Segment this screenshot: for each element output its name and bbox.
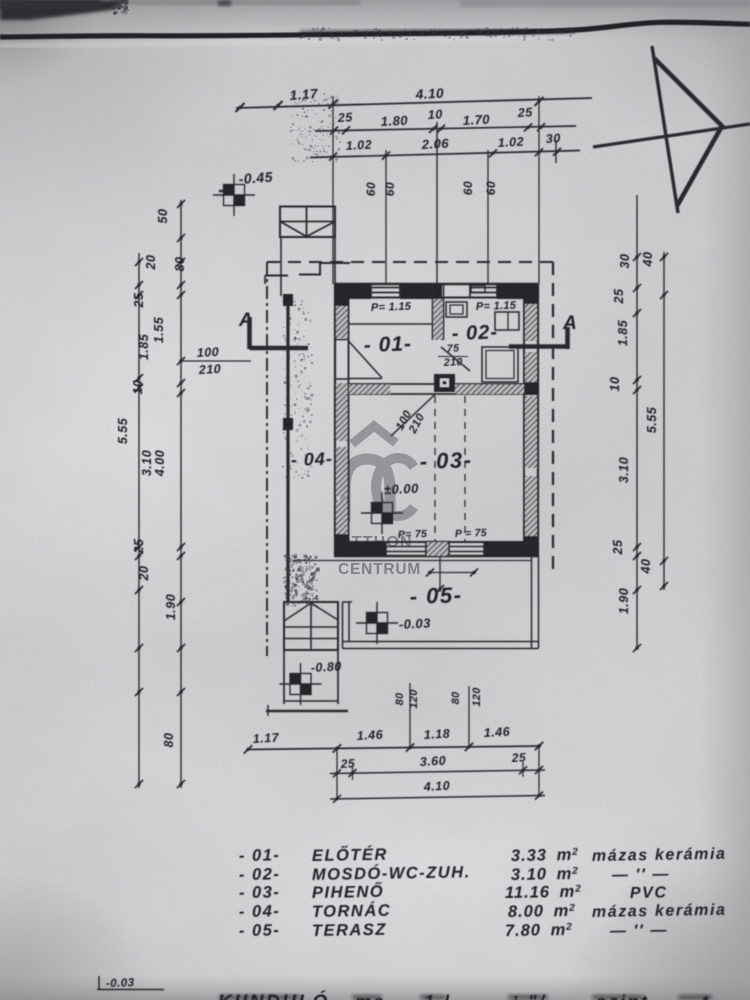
- svg-text:3.10 m2: 3.10 m2: [511, 865, 579, 884]
- svg-text:40: 40: [639, 559, 653, 575]
- svg-text:mázas kerámia: mázas kerámia: [592, 846, 727, 865]
- svg-text:80: 80: [450, 691, 462, 704]
- svg-text:10: 10: [131, 380, 145, 395]
- svg-text:1.17: 1.17: [289, 86, 319, 103]
- svg-text:1.46: 1.46: [483, 725, 511, 740]
- svg-text:10: 10: [427, 107, 443, 122]
- svg-text:60: 60: [364, 182, 378, 196]
- svg-text:80: 80: [394, 692, 406, 705]
- svg-text:3.60: 3.60: [419, 754, 446, 769]
- svg-text:- 04-: - 04-: [290, 449, 333, 470]
- svg-text:2.06: 2.06: [420, 136, 449, 152]
- svg-text:20: 20: [137, 566, 151, 582]
- svg-text:25: 25: [132, 292, 146, 308]
- svg-text:P= 1.15: P= 1.15: [476, 300, 517, 313]
- svg-text:1.17: 1.17: [252, 731, 280, 746]
- svg-text:25: 25: [510, 750, 526, 765]
- svg-text:10: 10: [608, 377, 622, 392]
- svg-text:5.55: 5.55: [645, 406, 659, 433]
- svg-text:25: 25: [611, 539, 625, 555]
- svg-text:25: 25: [339, 756, 355, 771]
- svg-text:-0.03: -0.03: [398, 615, 431, 632]
- svg-text:4.10: 4.10: [422, 779, 450, 794]
- svg-text:4.00: 4.00: [153, 450, 167, 477]
- svg-text:60: 60: [484, 181, 498, 195]
- svg-text:5.55: 5.55: [116, 417, 130, 444]
- svg-text:25: 25: [132, 538, 146, 554]
- svg-text:PVC: PVC: [630, 884, 668, 902]
- svg-text:mázas kerámia: mázas kerámia: [592, 902, 727, 921]
- svg-text:30: 30: [545, 131, 561, 146]
- svg-text:11.16 m2: 11.16 m2: [505, 883, 582, 902]
- svg-text:75: 75: [447, 342, 460, 355]
- svg-text:- 01-: - 01-: [363, 332, 412, 357]
- svg-text:- 02-: - 02-: [239, 865, 281, 884]
- svg-text:- 01-: - 01-: [239, 846, 281, 865]
- svg-text:1.70: 1.70: [462, 112, 490, 128]
- svg-text:1.46: 1.46: [356, 728, 384, 743]
- svg-text:— ′′ —: — ′′ —: [609, 922, 668, 940]
- svg-text:P = 75: P = 75: [455, 527, 487, 540]
- svg-text:- 05-: - 05-: [409, 582, 463, 609]
- svg-text:80: 80: [162, 733, 176, 748]
- svg-text:60: 60: [383, 182, 397, 196]
- svg-text:ELŐTÉR: ELŐTÉR: [312, 845, 388, 865]
- svg-text:PIHENŐ: PIHENŐ: [312, 882, 385, 902]
- svg-text:80: 80: [173, 257, 187, 272]
- svg-text:P= 75: P= 75: [398, 528, 428, 541]
- svg-text:1.80: 1.80: [380, 113, 408, 129]
- svg-text:- 03-: - 03-: [419, 447, 473, 474]
- svg-text:30: 30: [618, 254, 632, 269]
- svg-text:25: 25: [612, 288, 626, 304]
- svg-text:120: 120: [408, 689, 420, 709]
- svg-text:210: 210: [443, 356, 464, 369]
- svg-text:TORNÁC: TORNÁC: [312, 901, 392, 921]
- svg-text:210: 210: [197, 362, 221, 377]
- svg-text:1.18: 1.18: [423, 727, 450, 742]
- svg-text:MOSDÓ-WC-ZUH.: MOSDÓ-WC-ZUH.: [312, 862, 471, 884]
- svg-text:25: 25: [336, 110, 353, 125]
- svg-text:1.85: 1.85: [616, 319, 630, 346]
- svg-text:— ′′ —: — ′′ —: [611, 866, 670, 884]
- svg-text:1.02: 1.02: [345, 138, 372, 153]
- svg-text:1.02: 1.02: [497, 135, 524, 150]
- svg-text:- 04-: - 04-: [239, 902, 281, 921]
- svg-text:3.33 m2: 3.33 m2: [511, 846, 579, 865]
- svg-text:1.55: 1.55: [152, 316, 166, 343]
- svg-text:1.90: 1.90: [617, 588, 631, 614]
- svg-text:-0.03: -0.03: [106, 977, 135, 990]
- svg-text:25: 25: [516, 105, 533, 120]
- svg-text:1.85: 1.85: [137, 333, 151, 360]
- svg-text:7.80 m2: 7.80 m2: [505, 921, 573, 940]
- svg-text:3.10: 3.10: [140, 450, 154, 476]
- svg-text:100: 100: [196, 345, 219, 360]
- svg-text:CENTRUM: CENTRUM: [338, 561, 421, 578]
- svg-text:20: 20: [144, 255, 158, 271]
- svg-text:TERASZ: TERASZ: [312, 921, 387, 940]
- svg-text:-0.80: -0.80: [310, 659, 342, 675]
- svg-text:- 05-: - 05-: [239, 921, 281, 940]
- svg-text:8.00 m2: 8.00 m2: [508, 902, 576, 921]
- svg-text:±0.00: ±0.00: [384, 481, 420, 497]
- svg-text:50: 50: [156, 209, 170, 224]
- svg-text:-0.45: -0.45: [238, 169, 273, 187]
- svg-text:40: 40: [641, 252, 655, 268]
- svg-text:P= 1.15: P= 1.15: [371, 301, 412, 314]
- svg-text:- 03-: - 03-: [239, 883, 281, 902]
- svg-text:4.10: 4.10: [414, 86, 444, 103]
- svg-text:- 02-: - 02-: [451, 321, 498, 345]
- svg-text:1.90: 1.90: [164, 594, 178, 620]
- svg-text:120: 120: [471, 687, 483, 707]
- svg-text:3.10: 3.10: [617, 457, 631, 483]
- svg-text:60: 60: [461, 181, 475, 195]
